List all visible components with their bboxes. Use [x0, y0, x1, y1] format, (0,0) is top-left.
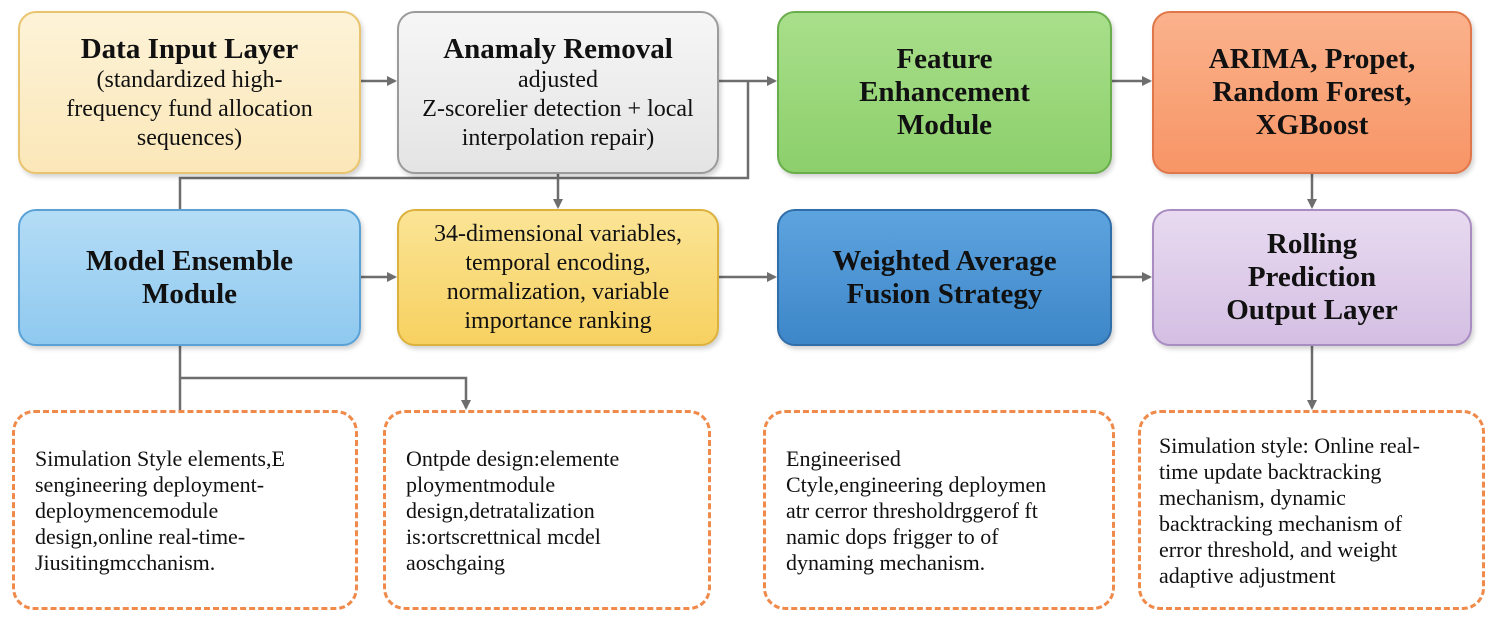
note-2-line-1: Ontpde design:elemente: [406, 446, 620, 471]
note-4-line-3: mechanism, dynamic: [1159, 485, 1346, 510]
note-3-line-2: Ctyle,engineering deploymen: [786, 472, 1047, 497]
note-3-line-1: Engineerised: [786, 446, 901, 471]
rolling-prediction-line-2: Prediction: [1247, 261, 1377, 293]
data-input-layer-title: Data Input Layer: [80, 32, 299, 65]
weighted-fusion-line-2: Fusion Strategy: [846, 277, 1043, 310]
model-ensemble-box: Model Ensemble Module: [18, 209, 361, 346]
anomaly-removal-line-1: adjusted: [518, 66, 598, 93]
note-3-line-5: dynaming mechanism.: [786, 550, 986, 575]
rolling-prediction-box: Rolling Prediction Output Layer: [1152, 209, 1472, 346]
feature-enhancement-box: Feature Enhancement Module: [777, 11, 1112, 174]
weighted-fusion-box: Weighted Average Fusion Strategy: [777, 209, 1112, 346]
data-input-layer-box: Data Input Layer (standardized high- fre…: [18, 11, 361, 174]
model-ensemble-line-2: Module: [141, 277, 238, 310]
feature-enhancement-line-2: Enhancement: [859, 76, 1030, 108]
note-4-line-5: error threshold, and weight: [1159, 537, 1398, 562]
model-ensemble-line-1: Model Ensemble: [85, 244, 294, 277]
note-1-line-1: Simulation Style elements,E: [35, 446, 285, 471]
note-2-line-3: design,detratalization: [406, 498, 595, 523]
feature-enhancement-line-3: Module: [896, 109, 993, 141]
models-line-2: Random Forest,: [1212, 76, 1412, 108]
data-input-layer-line-2: frequency fund allocation: [66, 95, 313, 122]
note-1-line-3: deploymencemodule: [35, 498, 219, 523]
note-1-line-5: Jiusitingmcchanism.: [35, 550, 216, 575]
arrow-ensemble-to-note2: [180, 376, 471, 410]
note-simulation-style-online: Simulation style: Online real- time upda…: [1138, 410, 1485, 610]
variables-line-4: importance ranking: [464, 307, 652, 334]
models-line-3: XGBoost: [1255, 109, 1369, 141]
note-4-line-4: backtracking mechanism of: [1159, 511, 1403, 536]
feature-enhancement-line-1: Feature: [896, 43, 993, 75]
note-1-line-2: sengineering deployment-: [35, 472, 265, 497]
weighted-fusion-line-1: Weighted Average: [832, 244, 1057, 277]
variables-line-2: temporal encoding,: [465, 249, 651, 276]
data-input-layer-line-3: sequences): [136, 124, 243, 151]
anomaly-removal-box: Anamaly Removal adjusted Z-scorelier det…: [397, 11, 719, 174]
variables-box: 34-dimensional variables, temporal encod…: [397, 209, 719, 346]
note-engineerised: Engineerised Ctyle,engineering deploymen…: [763, 410, 1115, 610]
variables-line-3: normalization, variable: [446, 278, 670, 305]
anomaly-removal-line-2: Z-scorelier detection + local: [422, 95, 694, 122]
note-4-line-1: Simulation style: Online real-: [1159, 433, 1420, 458]
note-4-line-6: adaptive adjustment: [1159, 563, 1336, 588]
note-1-line-4: design,online real-time-: [35, 524, 246, 549]
note-2-line-2: ploymentmodule: [406, 472, 556, 497]
anomaly-removal-line-3: interpolation repair): [461, 124, 655, 151]
note-2-line-5: aoschgaing: [406, 550, 505, 575]
note-4-line-2: time update backtracking: [1159, 459, 1382, 484]
variables-line-1: 34-dimensional variables,: [434, 220, 682, 247]
note-2-line-4: is:ortscrettnical mcdel: [406, 524, 601, 549]
rolling-prediction-line-1: Rolling: [1266, 228, 1358, 260]
models-line-1: ARIMA, Propet,: [1208, 43, 1416, 75]
note-3-line-3: atr cerror thresholdrggerof ft: [786, 498, 1038, 523]
note-ontpde-design: Ontpde design:elemente ploymentmodule de…: [383, 410, 711, 610]
note-simulation-style-elements: Simulation Style elements,E sengineering…: [12, 410, 358, 610]
anomaly-removal-title: Anamaly Removal: [443, 32, 673, 65]
note-3-line-4: namic dops frigger to of: [786, 524, 999, 549]
rolling-prediction-line-3: Output Layer: [1226, 294, 1398, 326]
models-box: ARIMA, Propet, Random Forest, XGBoost: [1152, 11, 1472, 174]
data-input-layer-line-1: (standardized high-: [96, 66, 283, 93]
